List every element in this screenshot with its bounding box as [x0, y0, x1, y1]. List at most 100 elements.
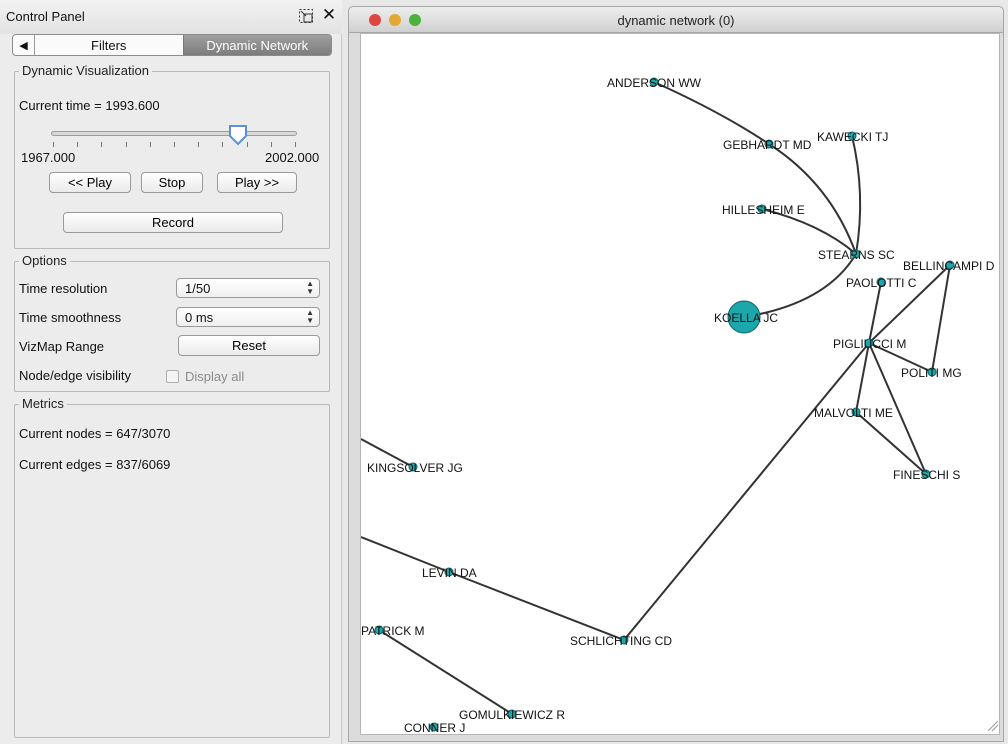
time-slider-track[interactable]: [51, 131, 297, 136]
current-nodes-label: Current nodes = 647/3070: [19, 426, 171, 441]
window-close-icon[interactable]: [369, 14, 381, 26]
node-label-hillesheim: HILLESHEIM E: [722, 203, 805, 217]
select-arrows-icon: ▲▼: [306, 308, 314, 325]
select-arrows-icon: ▲▼: [306, 279, 314, 296]
edge-kingsolver-offscreen[interactable]: [361, 438, 414, 468]
edge-gebhardt-stearns[interactable]: [768, 143, 857, 255]
edge-levin-schlichting[interactable]: [448, 571, 625, 641]
node-pigliucci[interactable]: [864, 338, 874, 348]
play-forward-button[interactable]: Play >>: [217, 172, 297, 193]
tab-scroll-left-icon[interactable]: ◀: [13, 35, 35, 55]
dynamic-visualization-title: Dynamic Visualization: [19, 63, 152, 78]
node-gebhardt[interactable]: [764, 139, 774, 149]
control-panel-title: Control Panel: [6, 9, 85, 24]
resize-grip-icon[interactable]: [987, 720, 999, 732]
slider-tick: [174, 142, 175, 147]
current-time-label: Current time = 1993.600: [19, 98, 160, 113]
node-label-kingsolver: KINGSOLVER JG: [367, 461, 463, 475]
slider-tick: [270, 142, 272, 147]
node-label-conner: CONNER J: [404, 721, 465, 735]
node-koella[interactable]: [727, 300, 761, 334]
node-label-gomulkiewicz: GOMULKIEWICZ R: [459, 708, 565, 722]
node-edge-visibility-label: Node/edge visibility: [19, 368, 132, 383]
window-minimize-icon[interactable]: [389, 14, 401, 26]
time-resolution-label: Time resolution: [19, 281, 108, 296]
node-patrick[interactable]: [374, 625, 384, 635]
slider-tick: [125, 142, 127, 147]
current-edges-label: Current edges = 837/6069: [19, 457, 171, 472]
time-slider-thumb[interactable]: [228, 124, 248, 146]
time-smoothness-label: Time smoothness: [19, 310, 122, 325]
edge-pigliucci-paolotti[interactable]: [868, 281, 882, 344]
record-button[interactable]: Record: [63, 212, 283, 233]
slider-tick: [246, 142, 248, 147]
control-panel: Control Panel ✕ ◀ Filters Dynamic Networ…: [0, 0, 342, 744]
node-levin[interactable]: [444, 567, 454, 577]
display-all-label: Display all: [185, 369, 245, 384]
node-conner[interactable]: [429, 722, 439, 732]
edge-pigliucci-politi[interactable]: [868, 342, 933, 373]
node-kawecki[interactable]: [847, 131, 857, 141]
node-label-koella: KOELLA JC: [714, 311, 778, 325]
time-smoothness-select[interactable]: 0 ms ▲▼: [176, 307, 320, 327]
display-all-checkbox[interactable]: [166, 370, 179, 383]
node-label-paolotti: PAOLOTTI C: [846, 276, 917, 290]
slider-tick: [101, 142, 103, 147]
node-stearns[interactable]: [851, 249, 861, 259]
play-backward-button[interactable]: << Play: [49, 172, 131, 193]
node-label-stearns: STEARNS SC: [818, 248, 895, 262]
window-zoom-icon[interactable]: [409, 14, 421, 26]
vizmap-range-label: VizMap Range: [19, 339, 105, 354]
edge-hillesheim-stearns[interactable]: [761, 208, 857, 255]
network-window-titlebar[interactable]: dynamic network (0): [349, 7, 1003, 33]
stop-button[interactable]: Stop: [141, 172, 203, 193]
node-kingsolver[interactable]: [408, 462, 418, 472]
metrics-title: Metrics: [19, 396, 67, 411]
node-label-schlichting: SCHLICHTING CD: [570, 634, 672, 648]
node-label-kawecki: KAWECKI TJ: [817, 130, 888, 144]
time-resolution-select[interactable]: 1/50 ▲▼: [176, 278, 320, 298]
slider-tick: [149, 142, 151, 147]
node-label-fineschi: FINESCHI S: [893, 468, 960, 482]
edge-kawecki-stearns[interactable]: [851, 135, 862, 255]
node-malvolti[interactable]: [851, 407, 861, 417]
options-title: Options: [19, 253, 70, 268]
node-label-gebhardt: GEBHARDT MD: [723, 138, 812, 152]
network-window-title: dynamic network (0): [617, 13, 735, 28]
time-resolution-value: 1/50: [185, 280, 211, 296]
edge-malvolti-fineschi[interactable]: [855, 411, 927, 475]
dynamic-visualization-group: Dynamic Visualization Current time = 199…: [14, 63, 330, 249]
edge-pigliucci-malvolti[interactable]: [855, 342, 870, 413]
node-gomulkiewicz[interactable]: [507, 709, 517, 719]
tab-dynamic-network[interactable]: Dynamic Network: [182, 35, 331, 55]
undock-icon[interactable]: [298, 8, 314, 24]
edge-patrick-gomulkiewicz[interactable]: [378, 629, 513, 715]
options-group: Options Time resolution 1/50 ▲▼ Time smo…: [14, 253, 330, 392]
edge-pigliucci-schlichting[interactable]: [623, 342, 870, 641]
edge-stearns-koella[interactable]: [743, 253, 857, 318]
edge-anderson-gebhardt[interactable]: [653, 81, 770, 145]
node-label-malvolti: MALVOLTI ME: [814, 406, 893, 420]
node-hillesheim[interactable]: [757, 204, 767, 214]
node-anderson[interactable]: [649, 77, 659, 87]
edge-bellincampi-politi[interactable]: [931, 264, 951, 373]
control-panel-titlebar: Control Panel ✕: [0, 0, 342, 34]
node-politi[interactable]: [927, 367, 937, 377]
edge-pigliucci-fineschi[interactable]: [868, 342, 927, 475]
slider-max-label: 2002.000: [265, 150, 320, 165]
node-fineschi[interactable]: [921, 469, 931, 479]
node-bellincampi[interactable]: [945, 260, 955, 270]
tab-filters[interactable]: Filters: [91, 37, 127, 53]
slider-tick: [222, 142, 224, 147]
edge-levin-offscreen[interactable]: [361, 536, 450, 573]
node-label-bellincampi: BELLINCAMPI D: [903, 259, 995, 273]
reset-button[interactable]: Reset: [178, 335, 320, 356]
close-icon[interactable]: ✕: [321, 5, 337, 24]
slider-tick: [77, 142, 79, 147]
node-schlichting[interactable]: [619, 635, 629, 645]
node-paolotti[interactable]: [876, 277, 886, 287]
edge-pigliucci-bellincampi[interactable]: [868, 264, 951, 344]
